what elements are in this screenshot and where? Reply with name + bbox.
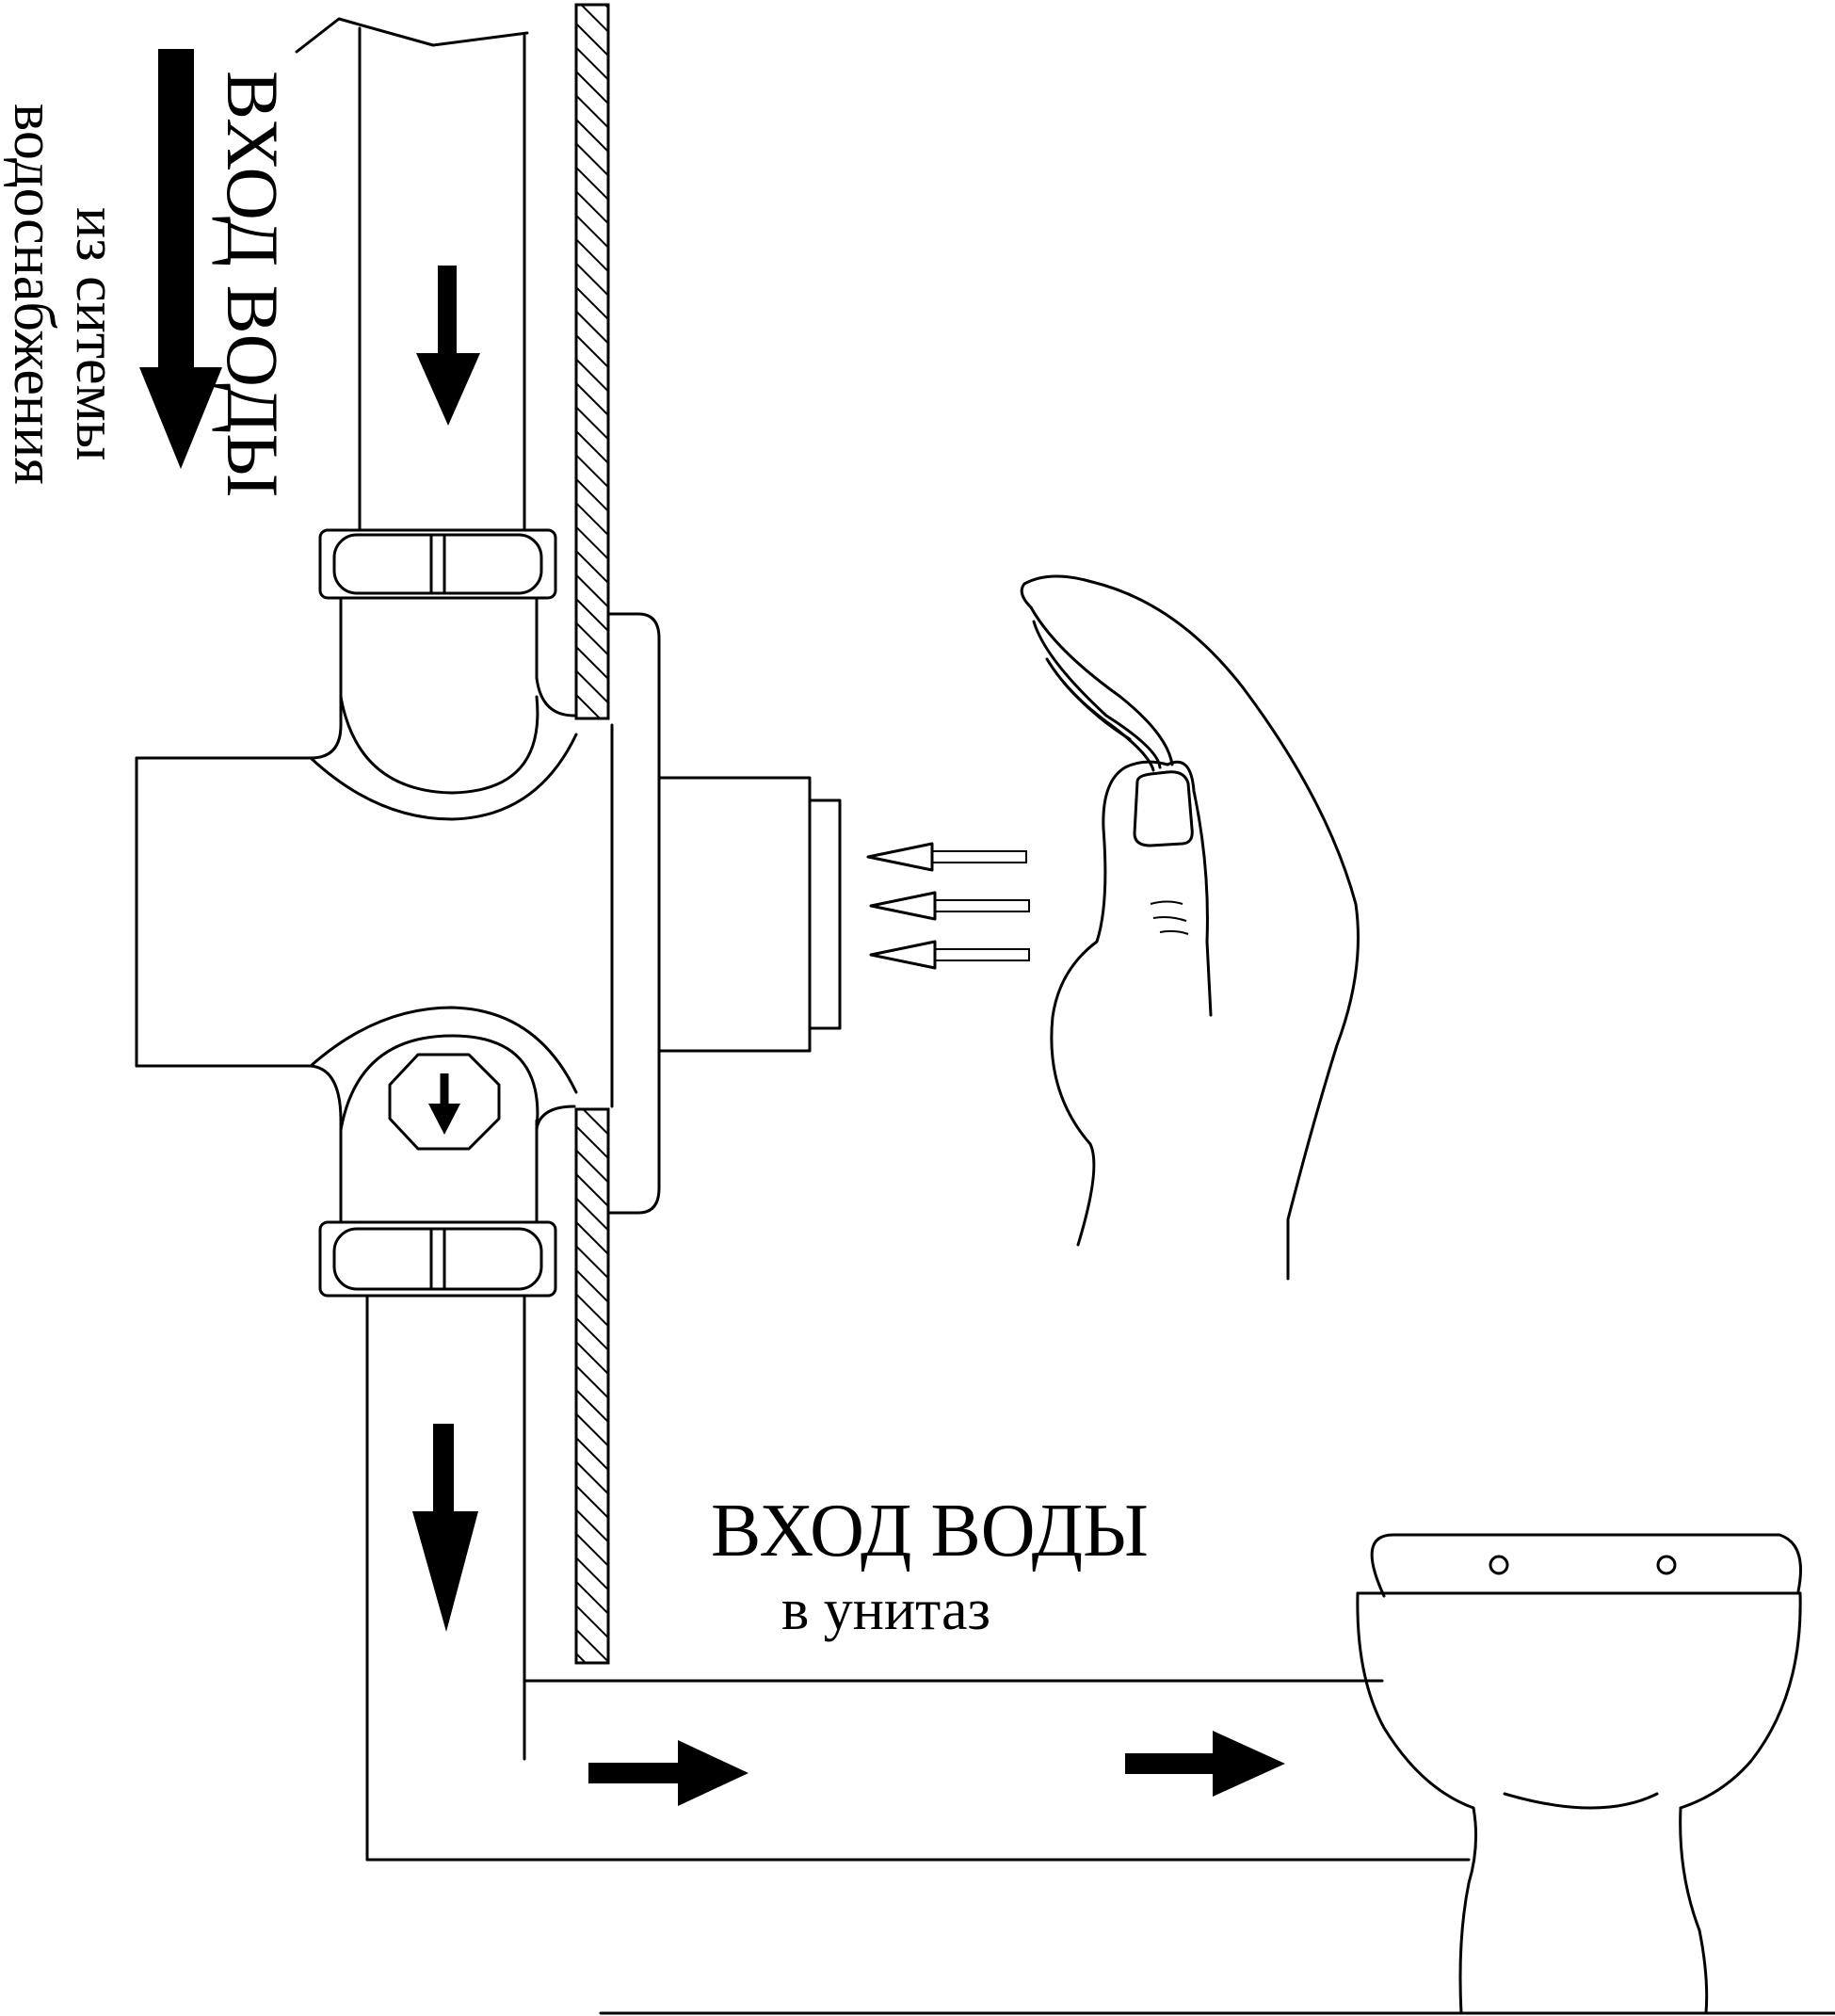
inlet-subtitle-2: водоснабжения (2, 104, 66, 485)
hand-icon (1020, 574, 1360, 1281)
arrow-right-icon (588, 1740, 748, 1806)
arrow-down-icon (139, 49, 222, 469)
inlet-pipe (295, 17, 529, 532)
valve-body (135, 596, 578, 1224)
outlet-subtitle: в унитаз (781, 1578, 990, 1642)
flow-arrows (139, 49, 1285, 1806)
outlet-pipe (365, 1294, 1471, 1862)
inlet-title: ВХОД ВОДЫ (212, 71, 294, 497)
sensor-housing (606, 612, 842, 1215)
arrow-right-icon (1125, 1731, 1285, 1797)
toilet-icon (1356, 1533, 1802, 2015)
wall (574, 3, 610, 1665)
arrow-down-icon (416, 266, 480, 426)
inlet-label: ВХОД ВОДЫ из ситемы водоснабжения (2, 71, 294, 497)
sensor-beam-icon (866, 842, 1030, 970)
arrow-down-icon (412, 1424, 478, 1632)
outlet-label: ВХОД ВОДЫ в унитаз (711, 1490, 1149, 1642)
upper-nut (318, 528, 557, 600)
outlet-title: ВХОД ВОДЫ (711, 1490, 1149, 1572)
inlet-subtitle-1: из ситемы (64, 207, 128, 460)
lower-nut (318, 1220, 557, 1298)
